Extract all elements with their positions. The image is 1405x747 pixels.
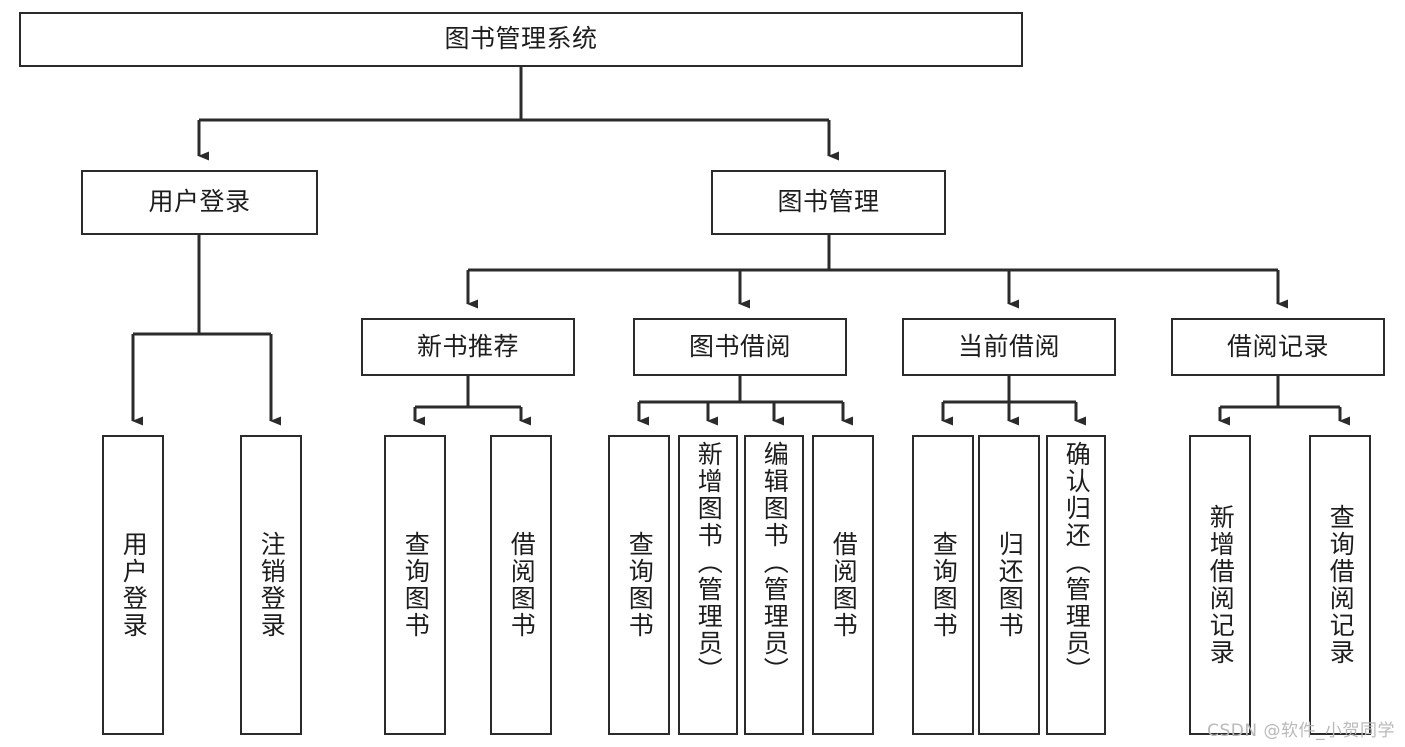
node-new-book-recommendation-label: 新书推荐 xyxy=(416,331,519,361)
node-root-book-management-system[interactable]: 图书管理系统 xyxy=(19,12,1023,67)
leaf-borrow-edit-book-admin[interactable]: 编辑图书（管理员） xyxy=(744,435,804,735)
leaf-records-add-record-label: 新增借阅记录 xyxy=(1206,504,1236,666)
node-book-borrow[interactable]: 图书借阅 xyxy=(633,318,847,376)
node-borrow-records-label: 借阅记录 xyxy=(1226,331,1329,361)
leaf-user-login-sign-out-label: 注销登录 xyxy=(257,531,287,639)
node-book-borrow-label: 图书借阅 xyxy=(688,331,791,361)
leaf-current-confirm-return-admin[interactable]: 确认归还（管理员） xyxy=(1046,435,1106,735)
leaf-borrow-query-books[interactable]: 查询图书 xyxy=(608,435,670,735)
node-book-management-label: 图书管理 xyxy=(777,187,880,217)
leaf-new-book-borrow-books[interactable]: 借阅图书 xyxy=(490,435,552,735)
node-user-login-label: 用户登录 xyxy=(148,187,251,217)
node-new-book-recommendation[interactable]: 新书推荐 xyxy=(361,318,575,376)
leaf-records-query-record[interactable]: 查询借阅记录 xyxy=(1309,435,1371,735)
leaf-records-query-record-label: 查询借阅记录 xyxy=(1326,504,1356,666)
leaf-user-login-sign-in-label: 用户登录 xyxy=(119,531,149,639)
leaf-borrow-edit-book-admin-label: 编辑图书（管理员） xyxy=(760,441,790,684)
node-borrow-records[interactable]: 借阅记录 xyxy=(1171,318,1385,376)
node-book-management[interactable]: 图书管理 xyxy=(711,170,946,235)
leaf-current-return-books[interactable]: 归还图书 xyxy=(978,435,1040,735)
leaf-new-book-query-books[interactable]: 查询图书 xyxy=(384,435,446,735)
node-current-borrow[interactable]: 当前借阅 xyxy=(902,318,1116,376)
leaf-current-confirm-return-admin-label: 确认归还（管理员） xyxy=(1062,441,1092,684)
node-user-login[interactable]: 用户登录 xyxy=(81,170,318,235)
leaf-new-book-borrow-books-label: 借阅图书 xyxy=(507,531,537,639)
leaf-current-query-books-label: 查询图书 xyxy=(929,531,959,639)
leaf-user-login-sign-in[interactable]: 用户登录 xyxy=(102,435,164,735)
leaf-borrow-borrow-books-label: 借阅图书 xyxy=(829,531,859,639)
node-current-borrow-label: 当前借阅 xyxy=(957,331,1060,361)
leaf-records-add-record[interactable]: 新增借阅记录 xyxy=(1189,435,1251,735)
leaf-borrow-query-books-label: 查询图书 xyxy=(625,531,655,639)
node-root-label: 图书管理系统 xyxy=(444,24,598,54)
leaf-current-return-books-label: 归还图书 xyxy=(995,531,1025,639)
leaf-user-login-sign-out[interactable]: 注销登录 xyxy=(240,435,302,735)
leaf-new-book-query-books-label: 查询图书 xyxy=(401,531,431,639)
leaf-borrow-add-book-admin[interactable]: 新增图书（管理员） xyxy=(678,435,738,735)
leaf-borrow-add-book-admin-label: 新增图书（管理员） xyxy=(694,441,724,684)
leaf-current-query-books[interactable]: 查询图书 xyxy=(912,435,974,735)
leaf-borrow-borrow-books[interactable]: 借阅图书 xyxy=(812,435,874,735)
